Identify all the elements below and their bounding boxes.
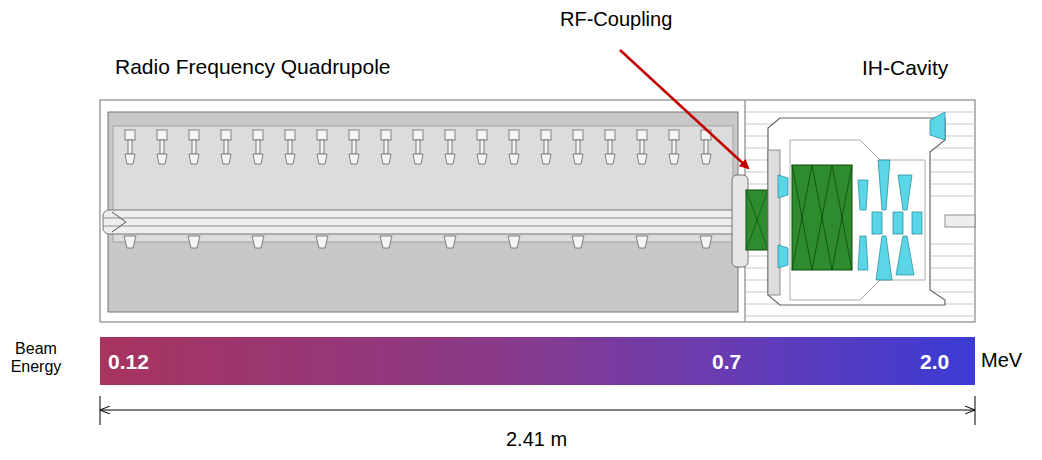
section-title: IH-Cavity	[862, 56, 948, 80]
section-title: Radio Frequency Quadrupole	[115, 55, 391, 79]
axis-label: Beam Energy	[4, 340, 68, 377]
beam-energy-bar: 0.12 0.7 2.0	[100, 337, 975, 385]
energy-value: 0.7	[712, 351, 741, 372]
dimension-label: 2.41 m	[506, 428, 567, 451]
energy-value: 0.12	[108, 351, 149, 372]
energy-value: 2.0	[920, 351, 949, 372]
unit-label: MeV	[981, 349, 1022, 372]
callout-label: RF-Coupling	[560, 8, 672, 31]
